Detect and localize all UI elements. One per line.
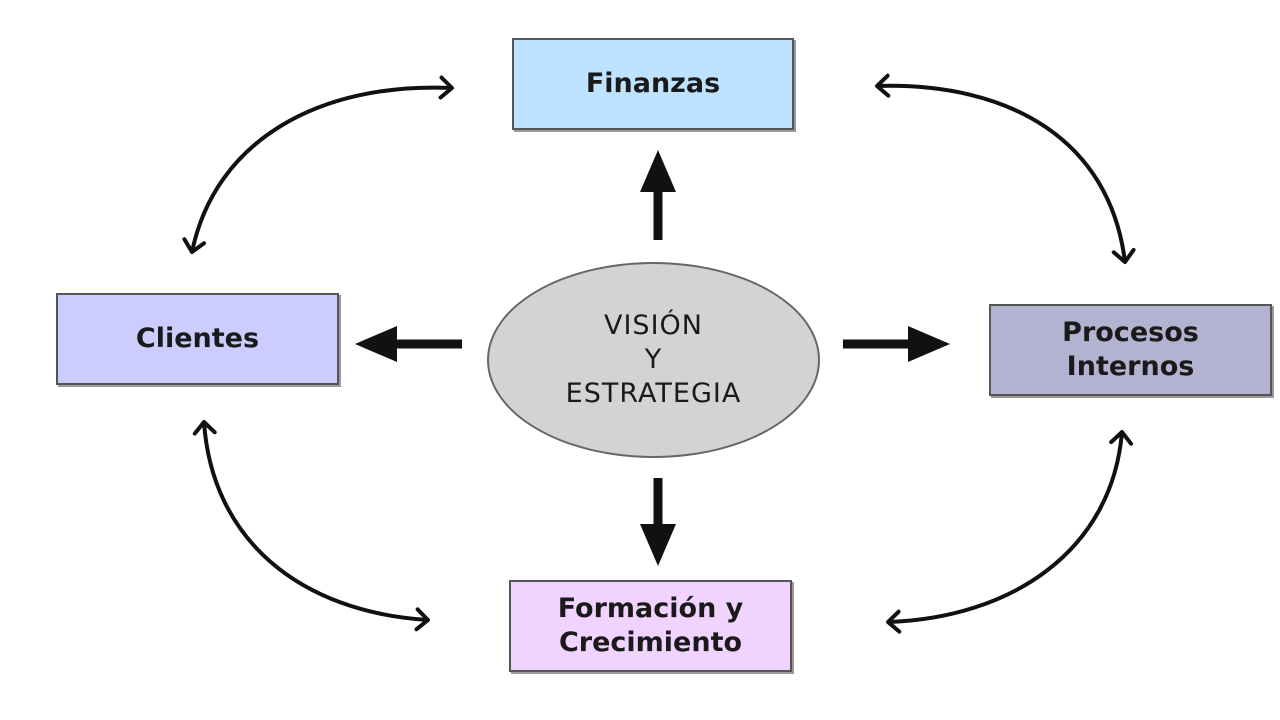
procesos-internos-box: Procesos Internos — [989, 304, 1272, 396]
arrow-up — [640, 150, 676, 240]
arrow-right — [843, 326, 950, 362]
procesos-label-line-1: Procesos — [1062, 317, 1199, 348]
clientes-label: Clientes — [135, 323, 260, 354]
curve-finanzas-clientes — [182, 75, 454, 254]
curve-finanzas-procesos — [875, 73, 1136, 264]
vision-line-1: VISIÓN — [604, 310, 703, 341]
formacion-label-line-2: Crecimiento — [558, 627, 743, 658]
vision-estrategia-ellipse: VISIÓN Y ESTRATEGIA — [487, 262, 820, 458]
clientes-box: Clientes — [56, 293, 339, 385]
vision-line-2: Y — [644, 344, 663, 375]
procesos-label-line-2: Internos — [1066, 351, 1195, 382]
finanzas-label: Finanzas — [585, 68, 721, 99]
formacion-crecimiento-box: Formación y Crecimiento — [509, 580, 792, 672]
arrow-down — [640, 478, 676, 566]
curve-clientes-formacion — [192, 420, 430, 632]
arrow-left — [355, 326, 462, 362]
formacion-label-line-1: Formación y — [557, 593, 744, 624]
finanzas-box: Finanzas — [512, 38, 794, 130]
curve-procesos-formacion — [886, 430, 1134, 634]
vision-line-3: ESTRATEGIA — [565, 378, 742, 409]
